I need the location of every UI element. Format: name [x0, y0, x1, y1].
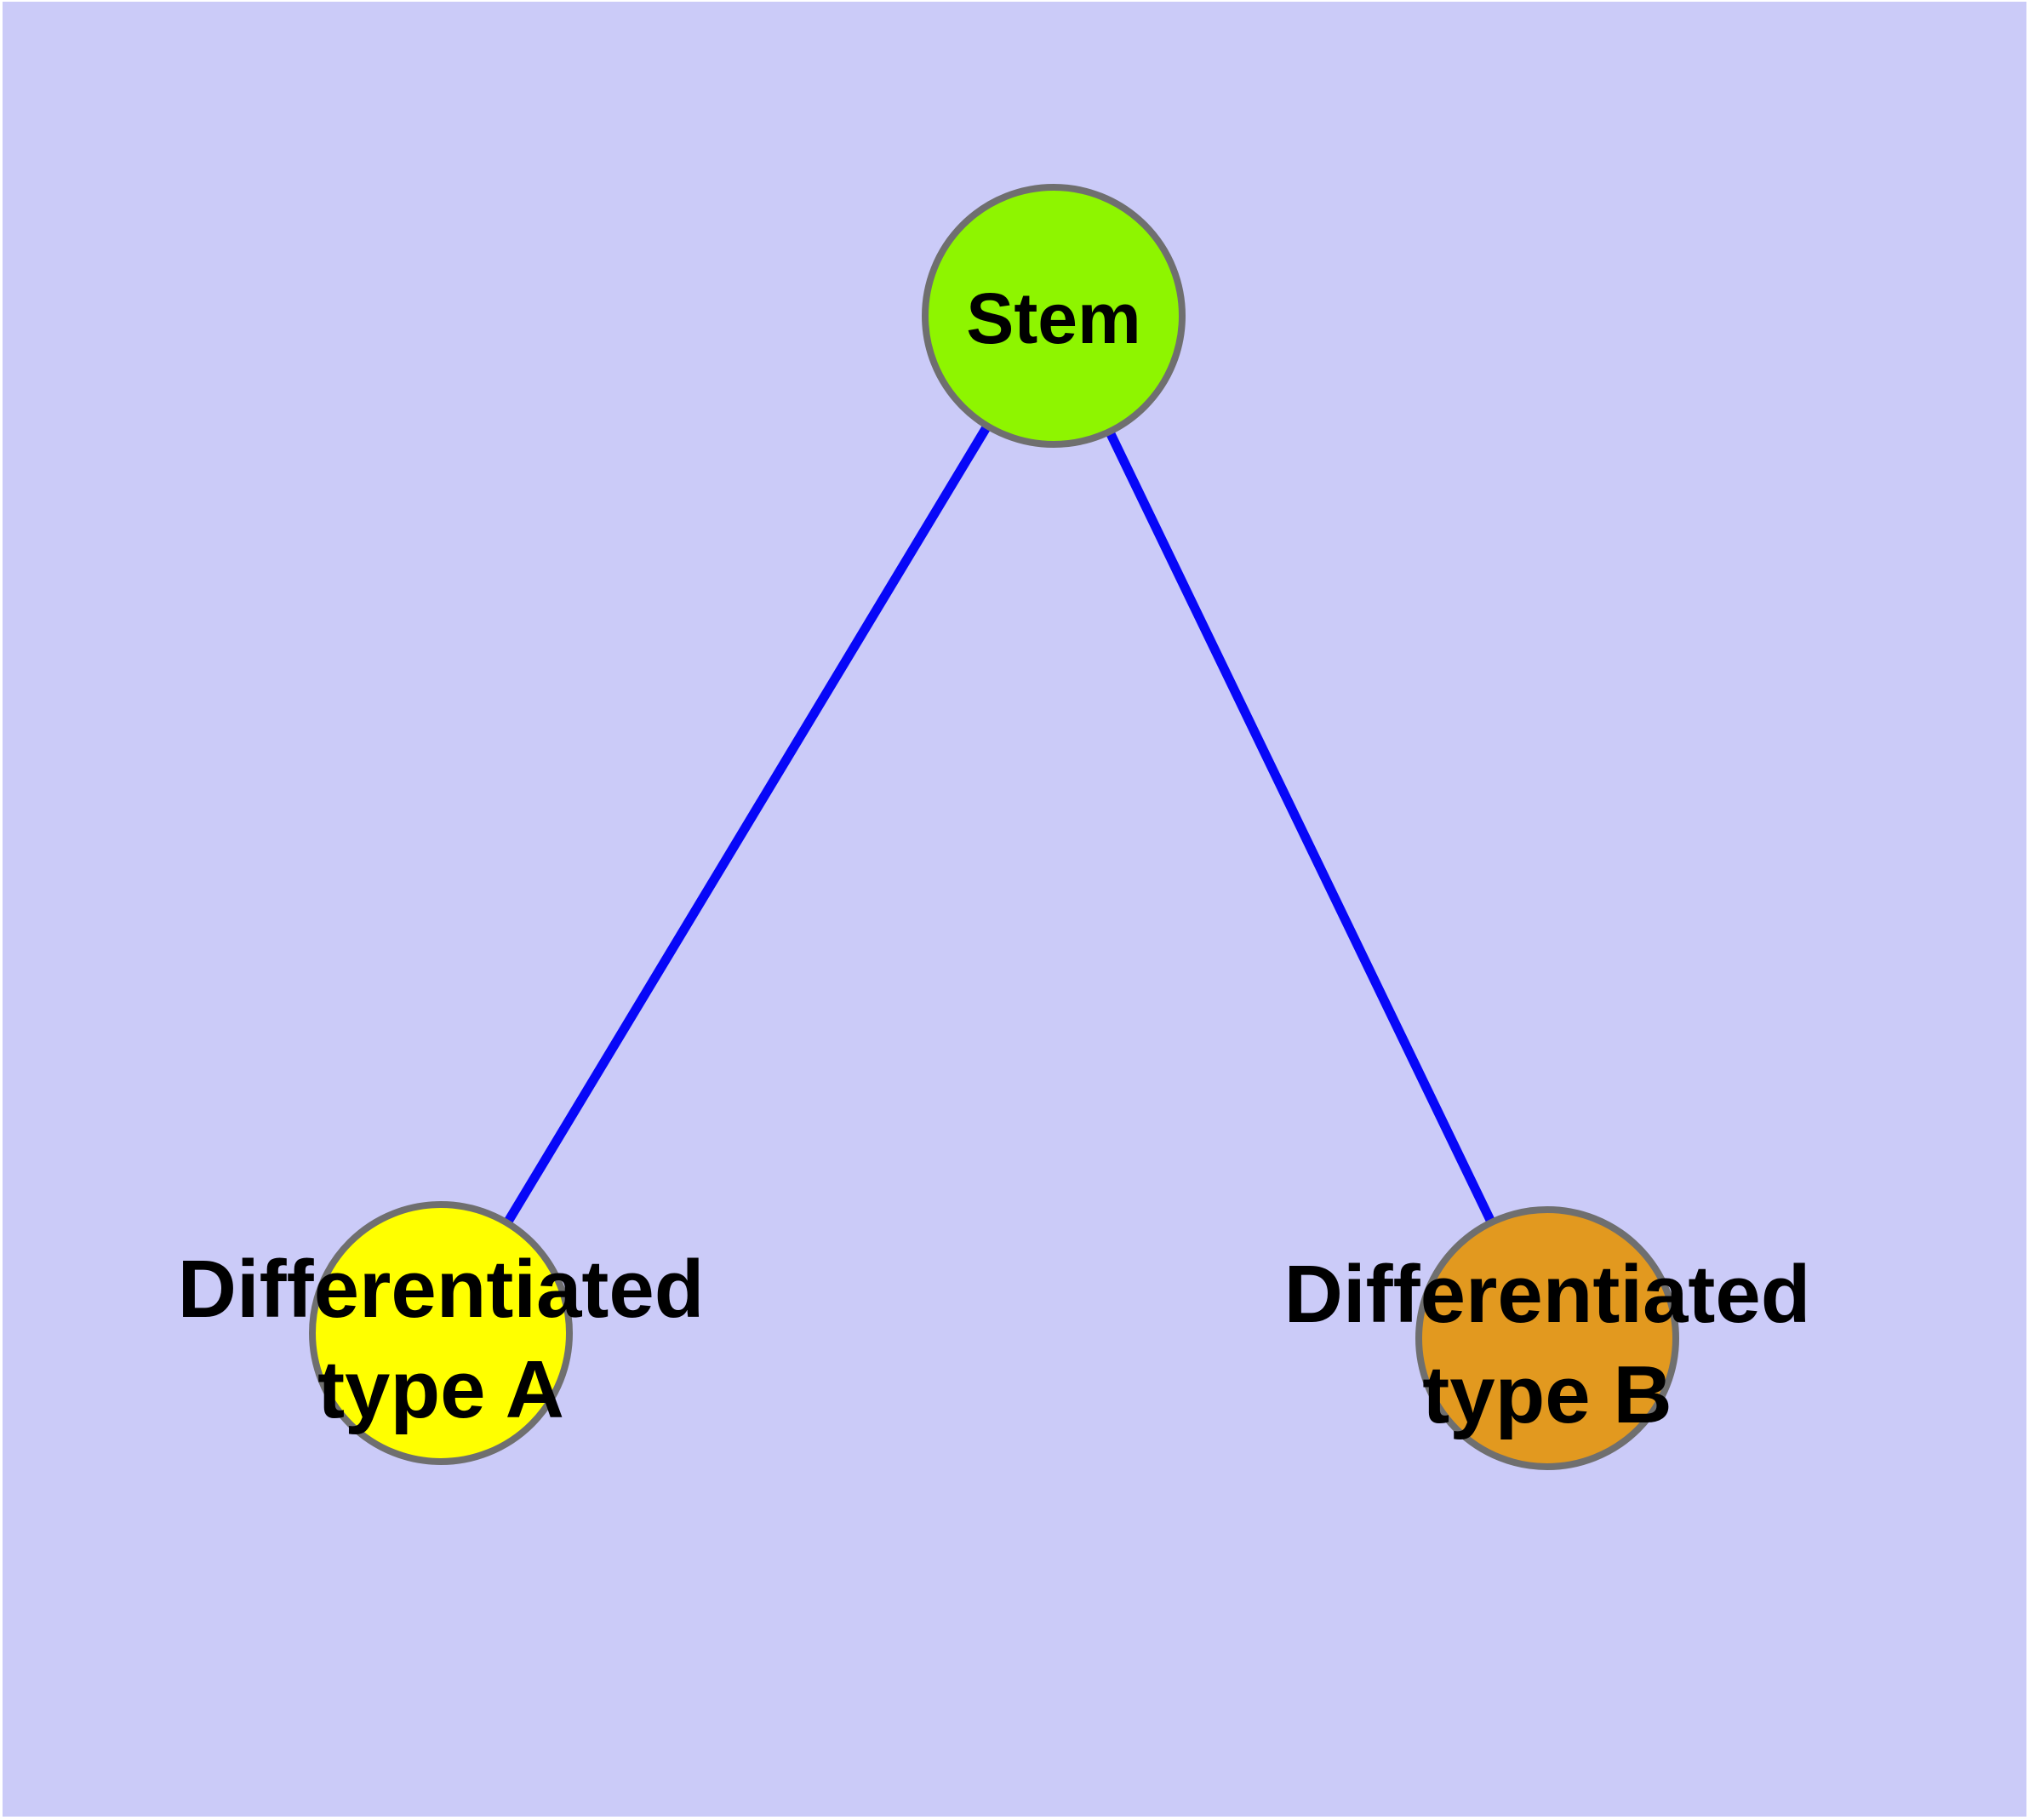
node-stem-label: Stem: [966, 278, 1140, 358]
node-stem: [922, 184, 1186, 448]
node-differentiated-type-a: [309, 1201, 573, 1465]
node-type-b-label-line1: Differentiated: [1284, 1249, 1811, 1340]
node-type-a-label-line2: type A: [317, 1344, 564, 1435]
edge-stem-to-type-b: [1049, 313, 1552, 1341]
edge-stem-to-type-a: [437, 313, 1058, 1336]
node-differentiated-type-b: [1415, 1206, 1679, 1470]
node-type-a-label-line1: Differentiated: [178, 1244, 705, 1335]
node-type-b-label-line2: type B: [1422, 1349, 1672, 1440]
